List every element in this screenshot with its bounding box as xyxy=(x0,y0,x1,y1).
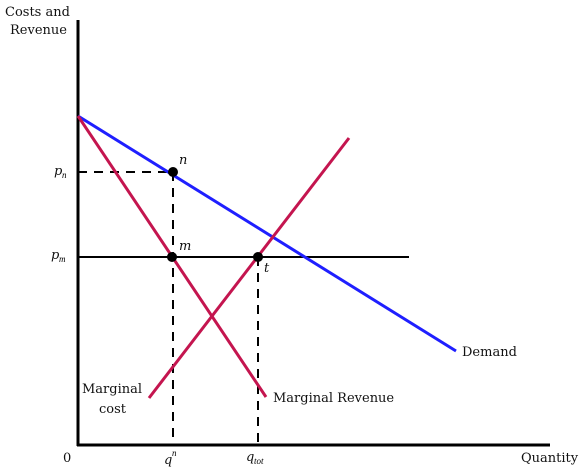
point-m-label: m xyxy=(179,239,191,254)
svg-text:q: q xyxy=(164,453,172,468)
svg-text:p: p xyxy=(54,164,63,179)
marginal-cost-curve xyxy=(147,137,351,399)
y-axis-title-line1: Costs and xyxy=(5,5,70,20)
marginal-cost-label-line2: cost xyxy=(99,402,127,417)
origin-label: 0 xyxy=(63,451,71,466)
marginal-cost-label-line1: Marginal xyxy=(82,382,142,397)
svg-text:q: q xyxy=(246,450,254,465)
quantity-qn-label: q n xyxy=(164,448,177,468)
demand-curve xyxy=(77,114,457,353)
point-t-label: t xyxy=(264,261,270,276)
point-m-dot xyxy=(167,252,177,262)
point-n-label: n xyxy=(179,153,187,168)
price-pn-label: p n xyxy=(54,164,67,180)
demand-label: Demand xyxy=(462,345,517,360)
svg-text:n: n xyxy=(62,170,67,180)
point-t-dot xyxy=(253,252,263,262)
y-axis-title-line2: Revenue xyxy=(10,23,67,38)
price-pm-label: p m xyxy=(51,248,66,264)
point-n-dot xyxy=(168,167,178,177)
svg-text:tot: tot xyxy=(254,456,264,466)
svg-text:n: n xyxy=(172,448,177,458)
svg-text:p: p xyxy=(51,248,60,263)
marginal-revenue-label: Marginal Revenue xyxy=(273,391,394,406)
svg-text:m: m xyxy=(59,254,66,264)
x-axis-title: Quantity xyxy=(521,451,579,466)
quantity-qtot-label: q tot xyxy=(246,450,264,466)
